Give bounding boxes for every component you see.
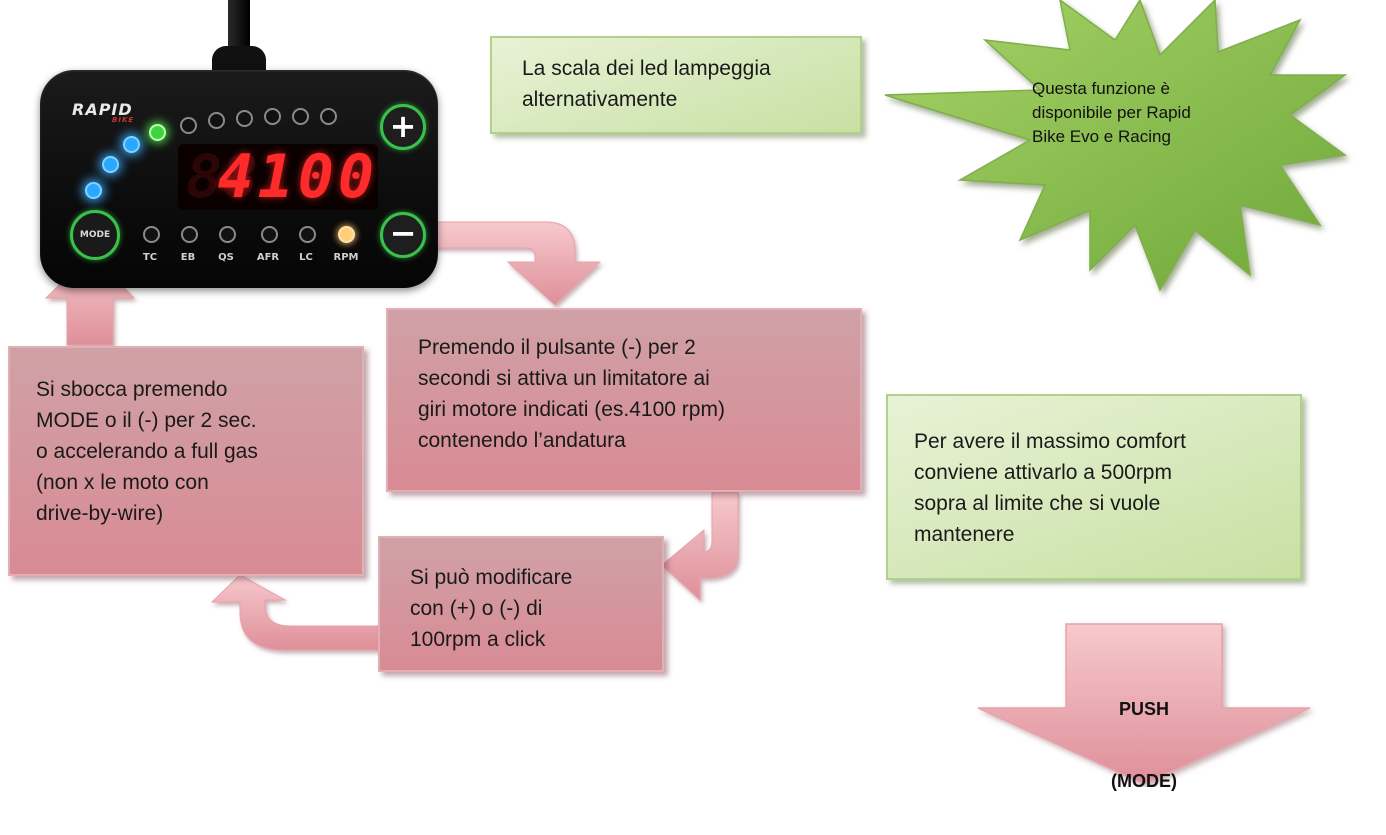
led-blink-text: La scala dei led lampeggia alternativame… — [522, 57, 771, 111]
connector-layer — [44, 0, 1348, 785]
push-label: PUSH (MODE) — [1074, 655, 1214, 835]
indicator-led-eb — [181, 226, 198, 243]
press-minus-note: Premendo il pulsante (-) per 2 secondi s… — [386, 308, 862, 492]
led-5 — [180, 117, 197, 134]
push-arrow — [977, 623, 1311, 785]
led-6 — [208, 112, 225, 129]
mode-label: MODE — [79, 230, 111, 240]
rapid-bike-device: RAPID BIKE 88 4100 + − MODE TC EB QS AFR… — [40, 70, 438, 288]
arrow-modify-to-unlock — [210, 574, 381, 651]
led-4 — [149, 124, 166, 141]
indicator-led-qs — [219, 226, 236, 243]
indicator-led-tc — [143, 226, 160, 243]
mode-button[interactable]: MODE — [70, 210, 120, 260]
logo-subtext: BIKE — [112, 116, 135, 124]
press-minus-text: Premendo il pulsante (-) per 2 secondi s… — [418, 336, 725, 452]
comfort-text: Per avere il massimo comfort conviene at… — [914, 430, 1186, 546]
push-line-1: PUSH — [1118, 699, 1169, 719]
label-afr: AFR — [256, 252, 280, 263]
starburst-shape — [884, 0, 1348, 292]
minus-icon: − — [389, 214, 417, 252]
modify-text: Si può modificare con (+) o (-) di 100rp… — [410, 566, 573, 651]
comfort-note: Per avere il massimo comfort conviene at… — [886, 394, 1302, 580]
rpm-display: 88 4100 — [178, 144, 378, 210]
led-3 — [123, 136, 140, 153]
unlock-text: Si sbocca premendo MODE o il (-) per 2 s… — [36, 378, 258, 525]
arrow-minus-to-box — [431, 221, 602, 306]
led-7 — [236, 110, 253, 127]
indicator-led-rpm — [338, 226, 355, 243]
arrow-box-to-modify — [661, 491, 739, 602]
indicator-led-afr — [261, 226, 278, 243]
led-2 — [102, 156, 119, 173]
display-value: 4100 — [217, 142, 378, 212]
label-tc: TC — [142, 252, 158, 263]
led-8 — [264, 108, 281, 125]
plus-button[interactable]: + — [380, 104, 426, 150]
led-10 — [320, 108, 337, 125]
availability-text: Questa funzione è disponibile per Rapid … — [1032, 79, 1191, 146]
display-ghost-digits: 88 — [186, 142, 259, 212]
plus-icon: + — [389, 107, 417, 145]
minus-button[interactable]: − — [380, 212, 426, 258]
label-rpm: RPM — [333, 252, 359, 263]
label-lc: LC — [299, 252, 313, 263]
modify-note: Si può modificare con (+) o (-) di 100rp… — [378, 536, 664, 672]
logo-text: RAPID — [72, 100, 133, 119]
unlock-note: Si sbocca premendo MODE o il (-) per 2 s… — [8, 346, 364, 576]
device-logo: RAPID BIKE — [72, 100, 150, 136]
led-9 — [292, 108, 309, 125]
led-1 — [85, 182, 102, 199]
indicator-led-lc — [299, 226, 316, 243]
label-qs: QS — [218, 252, 234, 263]
push-line-2: (MODE) — [1111, 771, 1177, 791]
label-eb: EB — [180, 252, 196, 263]
led-blink-note: La scala dei led lampeggia alternativame… — [490, 36, 862, 134]
